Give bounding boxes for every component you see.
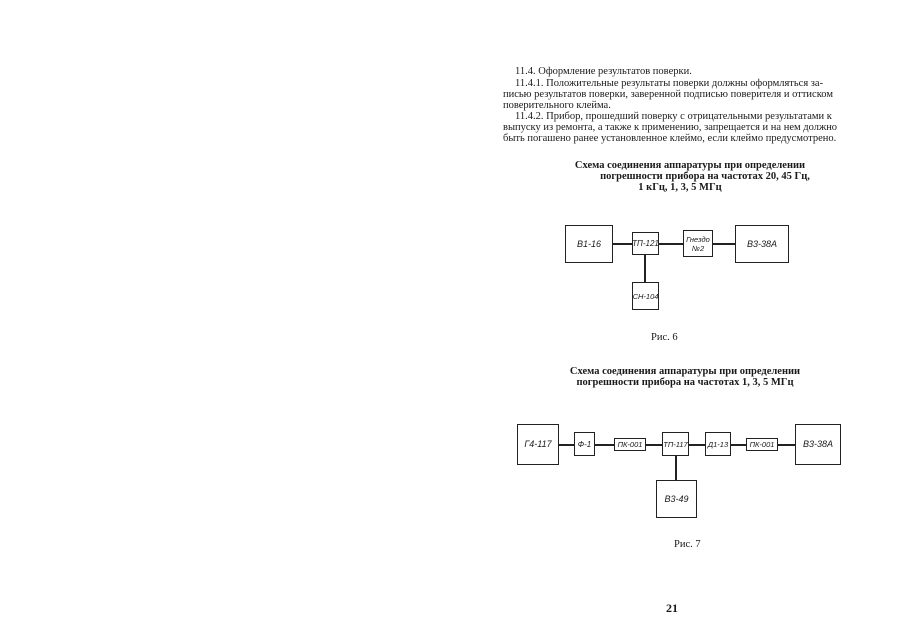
figure-title: 1 кГц, 1, 3, 5 МГц [638,182,722,193]
figure-title: Схема соединения аппаратуры при определе… [574,160,806,171]
figure-caption: Рис. 7 [674,539,701,550]
block-tp-121: ТП-121 [632,232,659,255]
figure-caption: Рис. 6 [651,332,678,343]
paragraph-line: поверительного клейма. [503,100,611,111]
paragraph-line: 11.4.1. Положительные результаты поверки… [515,78,824,89]
paragraph-line: быть погашено ранее установленное клеймо… [503,133,837,144]
block-d1-13: Д1-13 [705,432,731,456]
figure-title: погрешности прибора на частотах 1, 3, 5 … [576,377,794,388]
block-pk-001: ПК-001 [746,438,778,451]
block-g4-117: Г4-117 [517,424,559,465]
figure-title: погрешности прибора на частотах 20, 45 Г… [600,171,810,182]
block-label: №2 [691,243,705,253]
block-v3-38a: В3-38А [795,424,841,465]
figure-title: Схема соединения аппаратуры при определе… [569,366,801,377]
paragraph-line: выпуску из ремонта, а также к применению… [503,122,838,133]
page-number: 21 [666,601,678,615]
block-f-1: Ф-1 [574,432,595,456]
block-tp-117: ТП-117 [662,432,689,456]
block-v3-49: В3-49 [656,480,697,518]
connection-line [644,255,646,283]
block-pk-001: ПК-001 [614,438,646,451]
block-v1-16: В1-16 [565,225,613,263]
connection-line [675,456,677,481]
paragraph-line: 11.4.2. Прибор, прошедший поверку с отри… [515,111,832,122]
paragraph-heading: 11.4. Оформление результатов поверки. [515,66,692,77]
connection-line [612,243,735,245]
paragraph-line: писью результатов поверки, заверенной по… [503,89,833,100]
block-v3-38a: В3-38А [735,225,789,263]
block-sn-104: СН-104 [632,282,659,310]
block-label: Гнездо [686,234,710,244]
